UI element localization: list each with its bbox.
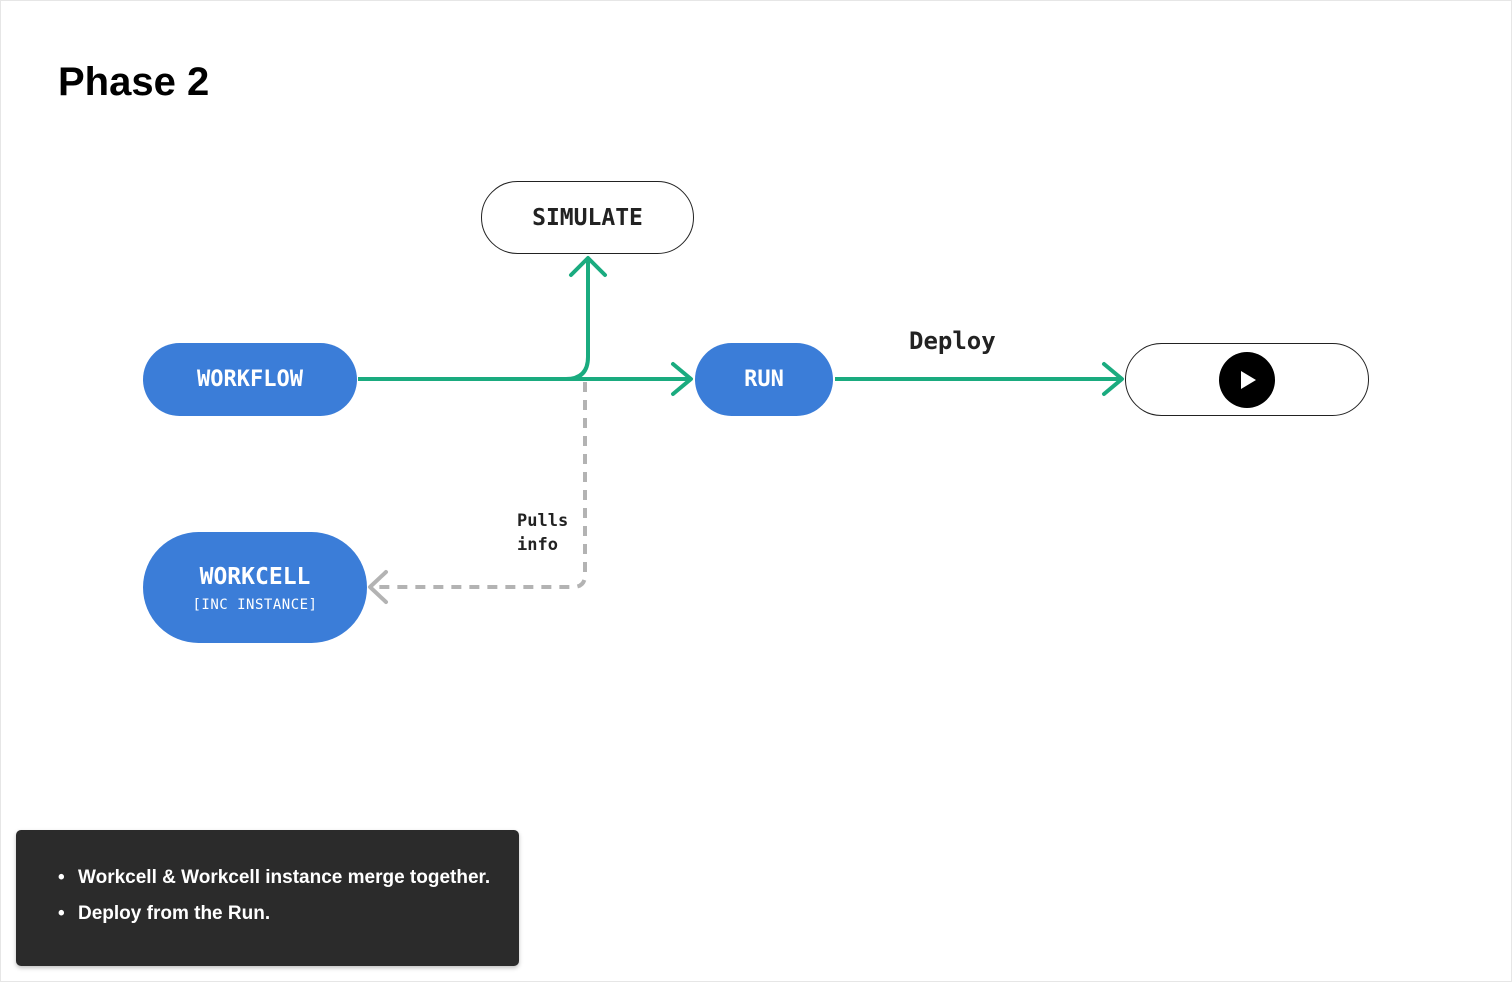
list-item: • Deploy from the Run. <box>58 902 519 926</box>
simulate-node[interactable]: SIMULATE <box>481 181 694 254</box>
simulate-label: SIMULATE <box>532 204 643 231</box>
workcell-sublabel: [INC INSTANCE] <box>192 596 318 613</box>
workcell-label: WORKCELL <box>199 563 311 590</box>
play-button[interactable] <box>1219 351 1275 408</box>
run-label: RUN <box>744 367 784 392</box>
notes-list: • Workcell & Workcell instance merge tog… <box>58 866 519 926</box>
arrowhead-simulate <box>569 256 607 277</box>
edge-pulls-info <box>372 382 587 589</box>
pulls-info-edge-label: Pulls info <box>517 511 569 555</box>
workflow-label: WORKFLOW <box>197 367 303 392</box>
notes-panel: • Workcell & Workcell instance merge tog… <box>16 830 519 966</box>
note-text: Workcell & Workcell instance merge toget… <box>78 867 491 888</box>
workcell-node[interactable]: WORKCELL [INC INSTANCE] <box>143 532 367 643</box>
note-text: Deploy from the Run. <box>78 903 271 924</box>
list-item: • Workcell & Workcell instance merge tog… <box>58 866 519 890</box>
deploy-target-node[interactable] <box>1125 343 1369 416</box>
deploy-edge-label: Deploy <box>909 327 996 355</box>
arrowhead-deploy <box>1102 362 1124 396</box>
play-icon <box>1241 370 1256 389</box>
bullet-icon: • <box>58 867 65 888</box>
page-title: Phase 2 <box>58 60 210 104</box>
edge-branch-to-simulate <box>565 260 590 381</box>
arrowhead-workcell <box>368 570 388 604</box>
workflow-node[interactable]: WORKFLOW <box>143 343 357 416</box>
arrowhead-run <box>671 362 693 396</box>
run-node[interactable]: RUN <box>695 343 833 416</box>
bullet-icon: • <box>58 903 65 924</box>
